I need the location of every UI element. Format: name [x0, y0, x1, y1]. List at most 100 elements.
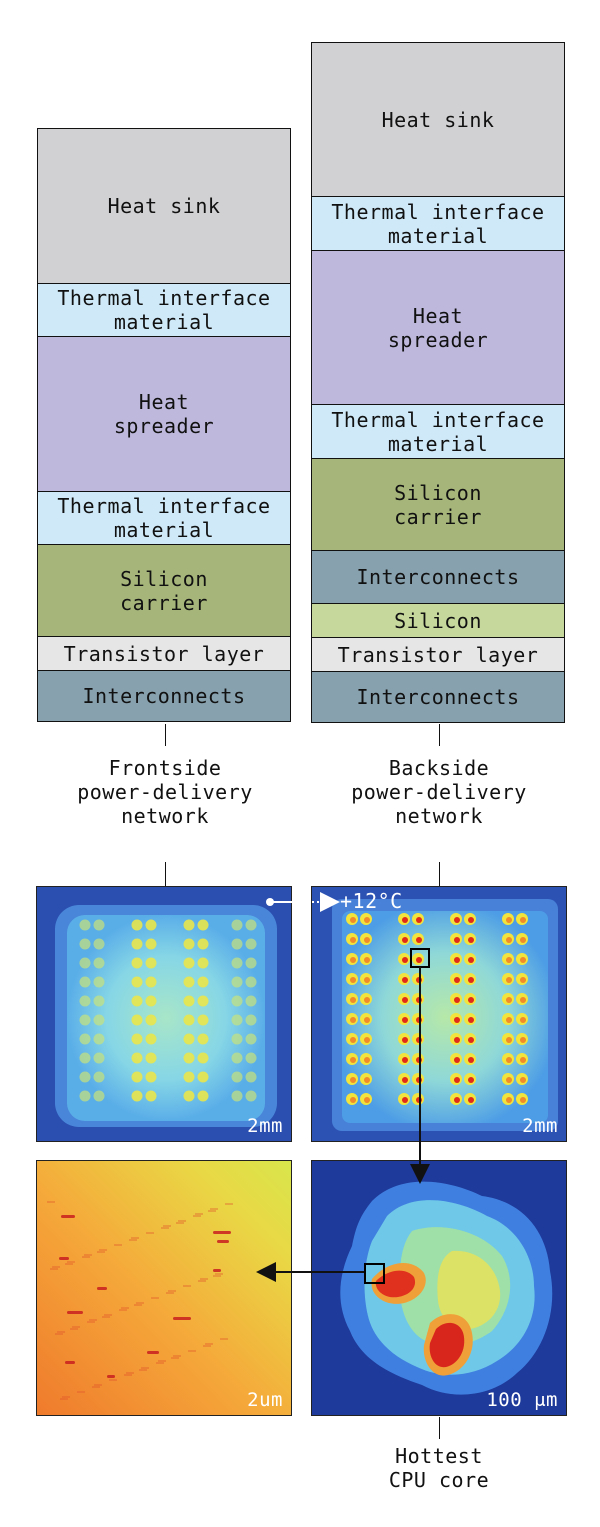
micro-texture-mark	[124, 1374, 132, 1376]
frontside-hotspot	[231, 1071, 243, 1083]
micro-texture-mark	[60, 1398, 68, 1400]
micro-texture-mark	[67, 1261, 75, 1263]
backside-hotspot-core	[402, 1037, 408, 1043]
micro-texture-mark	[161, 1227, 169, 1229]
frontside-hotspot	[183, 1071, 195, 1083]
frontside-layer-interconnects: Interconnects	[37, 670, 291, 722]
frontside-hotspot	[197, 957, 209, 969]
frontside-layer-transistor: Transistor layer	[37, 636, 291, 671]
frontside-hotspot	[79, 1014, 91, 1026]
micro-texture-mark	[208, 1210, 216, 1212]
backside-hotspot-core	[468, 1017, 474, 1023]
frontside-hotspot	[183, 919, 195, 931]
backside-hotspot-core	[416, 1037, 422, 1043]
backside-hotspot-core	[506, 1057, 512, 1063]
backside-hotspot-core	[520, 937, 526, 943]
frontside-hotspot	[131, 1090, 143, 1102]
micro-hot-streak	[61, 1215, 75, 1218]
backside-hotspot-core	[402, 957, 408, 963]
micro-texture-mark	[94, 1384, 102, 1386]
frontside-hotspot	[145, 995, 157, 1007]
backside-hotspot-core	[454, 1077, 460, 1083]
micro-texture-mark	[70, 1328, 78, 1330]
backside-hotspot-core	[454, 1017, 460, 1023]
frontside-hotspot	[93, 1014, 105, 1026]
frontside-hotspot	[145, 1052, 157, 1064]
backside-layer-silicon-carrier: Silicon carrier	[311, 458, 565, 551]
micro-texture-mark	[126, 1372, 134, 1374]
backside-hotspot-core	[364, 1037, 370, 1043]
backside-hotspot-core	[468, 937, 474, 943]
backside-hotspot-core	[506, 1097, 512, 1103]
frontside-hotspot	[197, 919, 209, 931]
backside-hotspot-core	[454, 997, 460, 1003]
frontside-hotspot	[93, 1071, 105, 1083]
backside-hotspot-core	[402, 1077, 408, 1083]
backside-hotspot-core	[416, 1057, 422, 1063]
backside-hotspot-core	[416, 957, 422, 963]
micro-texture-mark	[109, 1379, 117, 1381]
frontside-hotspot	[131, 938, 143, 950]
frontside-hotspot	[131, 1052, 143, 1064]
frontside-hotspot	[79, 957, 91, 969]
frontside-hotspot	[131, 919, 143, 931]
backside-hotspot-core	[364, 997, 370, 1003]
frontside-connector-bottom	[165, 862, 166, 886]
backside-hotspot-core	[506, 957, 512, 963]
backside-hotspot-core	[350, 1037, 356, 1043]
micro-texture-mark	[99, 1249, 107, 1251]
backside-hotspot-core	[416, 1097, 422, 1103]
backside-hotspot-core	[506, 997, 512, 1003]
backside-hotspot-core	[350, 937, 356, 943]
micro-texture-mark	[114, 1244, 122, 1246]
micro-thermal-map: 2um	[36, 1160, 292, 1416]
frontside-hotspot	[245, 1090, 257, 1102]
backside-hotspot-core	[468, 1037, 474, 1043]
micro-texture-mark	[134, 1304, 142, 1306]
frontside-hotspot	[231, 919, 243, 931]
backside-hotspot-core	[350, 997, 356, 1003]
backside-hotspot-core	[468, 997, 474, 1003]
backside-hotspot-core	[506, 1077, 512, 1083]
backside-hotspot-core	[468, 1097, 474, 1103]
backside-hotspot-core	[506, 977, 512, 983]
backside-hotspot-core	[520, 1097, 526, 1103]
frontside-hotspot	[93, 995, 105, 1007]
frontside-hotspot	[183, 1033, 195, 1045]
backside-hotspot-core	[350, 977, 356, 983]
micro-texture-mark	[210, 1208, 218, 1210]
frontside-hotspot	[79, 1052, 91, 1064]
micro-hot-streak	[65, 1361, 75, 1364]
micro-hot-streak	[107, 1375, 115, 1378]
frontside-hotspot	[79, 995, 91, 1007]
micro-texture-mark	[87, 1321, 95, 1323]
backside-caption: Backside power-delivery network	[351, 756, 527, 828]
backside-scale-label: 2mm	[522, 1115, 558, 1137]
frontside-hotspot	[145, 1090, 157, 1102]
backside-hotspot-core	[506, 917, 512, 923]
micro-texture-mark	[121, 1307, 129, 1309]
frontside-hotspot	[231, 938, 243, 950]
backside-hotspot-core	[416, 997, 422, 1003]
frontside-hotspot	[131, 957, 143, 969]
frontside-hotspot	[79, 1090, 91, 1102]
frontside-hotspot	[145, 957, 157, 969]
frontside-hotspot	[231, 1052, 243, 1064]
micro-texture-mark	[47, 1201, 55, 1203]
backside-layer-transistor: Transistor layer	[311, 637, 565, 672]
backside-hotspot-core	[468, 1077, 474, 1083]
micro-texture-mark	[141, 1367, 149, 1369]
frontside-hotspot	[197, 1033, 209, 1045]
backside-hotspot-core	[506, 937, 512, 943]
backside-hotspot-core	[350, 917, 356, 923]
micro-texture-mark	[183, 1285, 191, 1287]
frontside-hotspot	[197, 995, 209, 1007]
backside-hotspot-core	[402, 977, 408, 983]
backside-heatmap-image	[312, 887, 566, 1141]
micro-texture-mark	[176, 1222, 184, 1224]
backside-connector-bottom	[439, 862, 440, 886]
backside-hotspot-core	[468, 977, 474, 983]
micro-texture-mark	[188, 1350, 196, 1352]
frontside-hotspot	[245, 1014, 257, 1026]
